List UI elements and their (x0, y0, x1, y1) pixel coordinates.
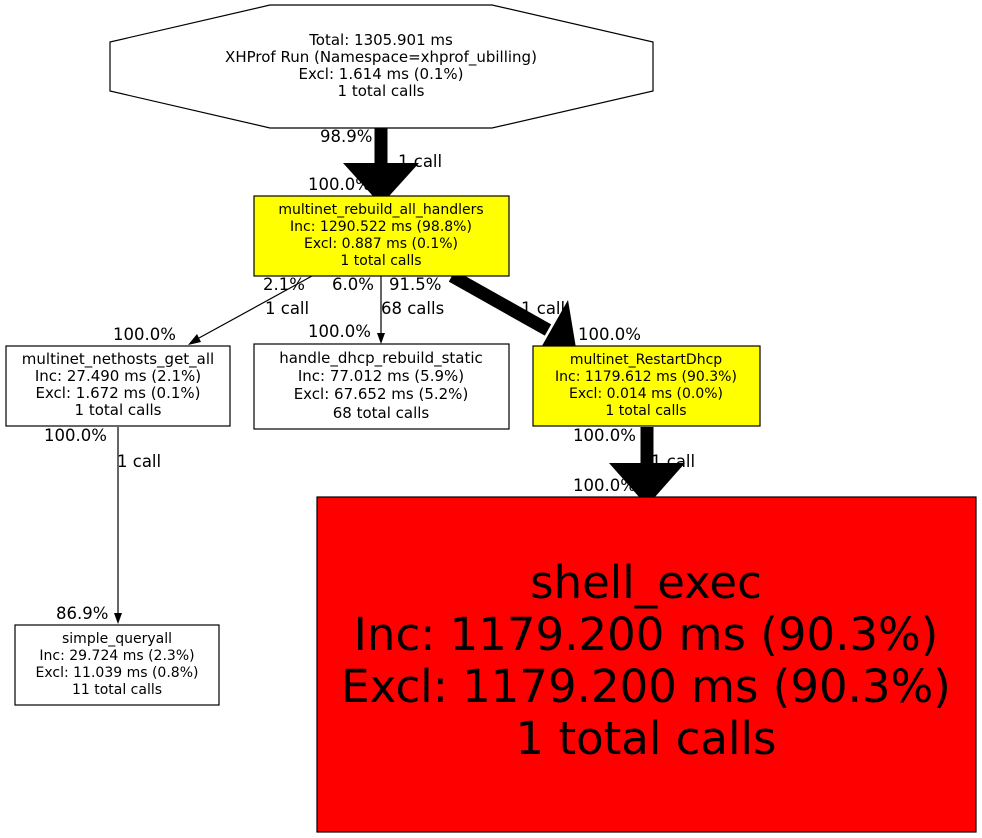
node-nethosts-get-all[interactable]: multinet_nethosts_get_all Inc: 27.490 ms… (5, 345, 231, 427)
node-shell-exec[interactable]: shell_exec Inc: 1179.200 ms (90.3%) Excl… (316, 496, 977, 833)
edge-nethosts-to-queryall (114, 427, 122, 624)
node-dhcp-static-line-0: handle_dhcp_rebuild_static (279, 349, 483, 368)
node-queryall-box (14, 624, 220, 706)
node-root-shape (109, 4, 654, 129)
edge-rebuild-to-restart-dhcp (448, 270, 578, 360)
node-nethosts-line-1: Inc: 27.490 ms (2.1%) (35, 367, 201, 385)
edge-rebuild-to-dhcp-static (377, 276, 385, 344)
edge-shell-tail-pct: 100.0% (573, 426, 636, 445)
edge-nethosts-head-pct: 100.0% (113, 325, 176, 344)
node-rebuild-line-3: 1 total calls (340, 253, 421, 269)
node-root-line-2: Excl: 1.614 ms (0.1%) (298, 65, 463, 83)
node-restart-dhcp-box (532, 345, 761, 427)
node-root[interactable]: Total: 1305.901 ms XHProf Run (Namespace… (109, 4, 654, 129)
edge-shell-calls: 1 call (651, 452, 695, 471)
node-restart-line-3: 1 total calls (605, 403, 686, 419)
edge-shell-head-pct: 100.0% (573, 476, 636, 495)
edge-queryall-head-pct: 86.9% (56, 604, 108, 623)
node-queryall-line-1: Inc: 29.724 ms (2.3%) (39, 648, 194, 664)
node-rebuild-line-1: Inc: 1290.522 ms (98.8%) (290, 219, 472, 235)
edge-restart-calls: 1 call (521, 299, 565, 318)
node-root-line-0: Total: 1305.901 ms (308, 31, 453, 49)
node-restart-dhcp[interactable]: multinet_RestartDhcp Inc: 1179.612 ms (9… (532, 345, 761, 427)
node-restart-line-1: Inc: 1179.612 ms (90.3%) (555, 369, 737, 385)
node-dhcp-rebuild-static[interactable]: handle_dhcp_rebuild_static Inc: 77.012 m… (253, 343, 510, 430)
node-queryall-line-2: Excl: 11.039 ms (0.8%) (36, 665, 199, 681)
edge-root-tail-pct: 98.9% (320, 127, 372, 146)
node-root-line-1: XHProf Run (Namespace=xhprof_ubilling) (225, 48, 537, 67)
edge-dhcp-head-pct: 100.0% (308, 322, 371, 341)
node-shell-line-2: Excl: 1179.200 ms (90.3%) (341, 660, 951, 713)
edge-rebuild-to-nethosts (188, 275, 313, 345)
edge-restart-tail-pct: 91.5% (389, 275, 441, 294)
edge-nethosts-tail-pct: 2.1% (263, 275, 305, 294)
node-simple-queryall[interactable]: simple_queryall Inc: 29.724 ms (2.3%) Ex… (14, 624, 220, 706)
node-dhcp-static-line-1: Inc: 77.012 ms (5.9%) (298, 367, 464, 385)
edge-queryall-calls: 1 call (117, 452, 161, 471)
edge-dhcp-calls: 68 calls (381, 299, 444, 318)
node-root-line-3: 1 total calls (338, 82, 425, 100)
edge-dhcp-tail-pct: 6.0% (332, 275, 374, 294)
edge-root-calls: 1 call (398, 152, 442, 171)
node-shell-exec-box (316, 496, 977, 833)
node-dhcp-static-box (253, 343, 510, 430)
edge-root-to-rebuild (343, 128, 419, 205)
node-nethosts-line-2: Excl: 1.672 ms (0.1%) (35, 384, 200, 402)
node-shell-line-0: shell_exec (530, 556, 762, 609)
node-shell-line-3: 1 total calls (516, 712, 777, 765)
node-restart-line-2: Excl: 0.014 ms (0.0%) (569, 386, 723, 402)
node-nethosts-line-3: 1 total calls (75, 401, 162, 419)
node-rebuild-all-handlers-box (253, 195, 510, 277)
node-dhcp-static-line-3: 68 total calls (333, 404, 430, 422)
edge-restart-head-pct: 100.0% (578, 325, 641, 344)
edge-queryall-tail-pct: 100.0% (44, 426, 107, 445)
node-restart-line-0: multinet_RestartDhcp (570, 352, 722, 368)
node-nethosts-line-0: multinet_nethosts_get_all (22, 350, 214, 369)
node-dhcp-static-line-2: Excl: 67.652 ms (5.2%) (294, 385, 469, 403)
node-nethosts-box (5, 345, 231, 427)
node-queryall-line-3: 11 total calls (72, 682, 162, 698)
node-rebuild-all-handlers[interactable]: multinet_rebuild_all_handlers Inc: 1290.… (253, 195, 510, 277)
node-rebuild-line-2: Excl: 0.887 ms (0.1%) (304, 236, 458, 252)
node-queryall-line-0: simple_queryall (62, 631, 172, 647)
edge-root-head-pct: 100.0% (308, 175, 371, 194)
edge-nethosts-calls: 1 call (265, 299, 309, 318)
node-shell-line-1: Inc: 1179.200 ms (90.3%) (354, 608, 939, 661)
node-rebuild-line-0: multinet_rebuild_all_handlers (278, 202, 483, 218)
edge-restart-to-shell-exec (609, 427, 685, 506)
